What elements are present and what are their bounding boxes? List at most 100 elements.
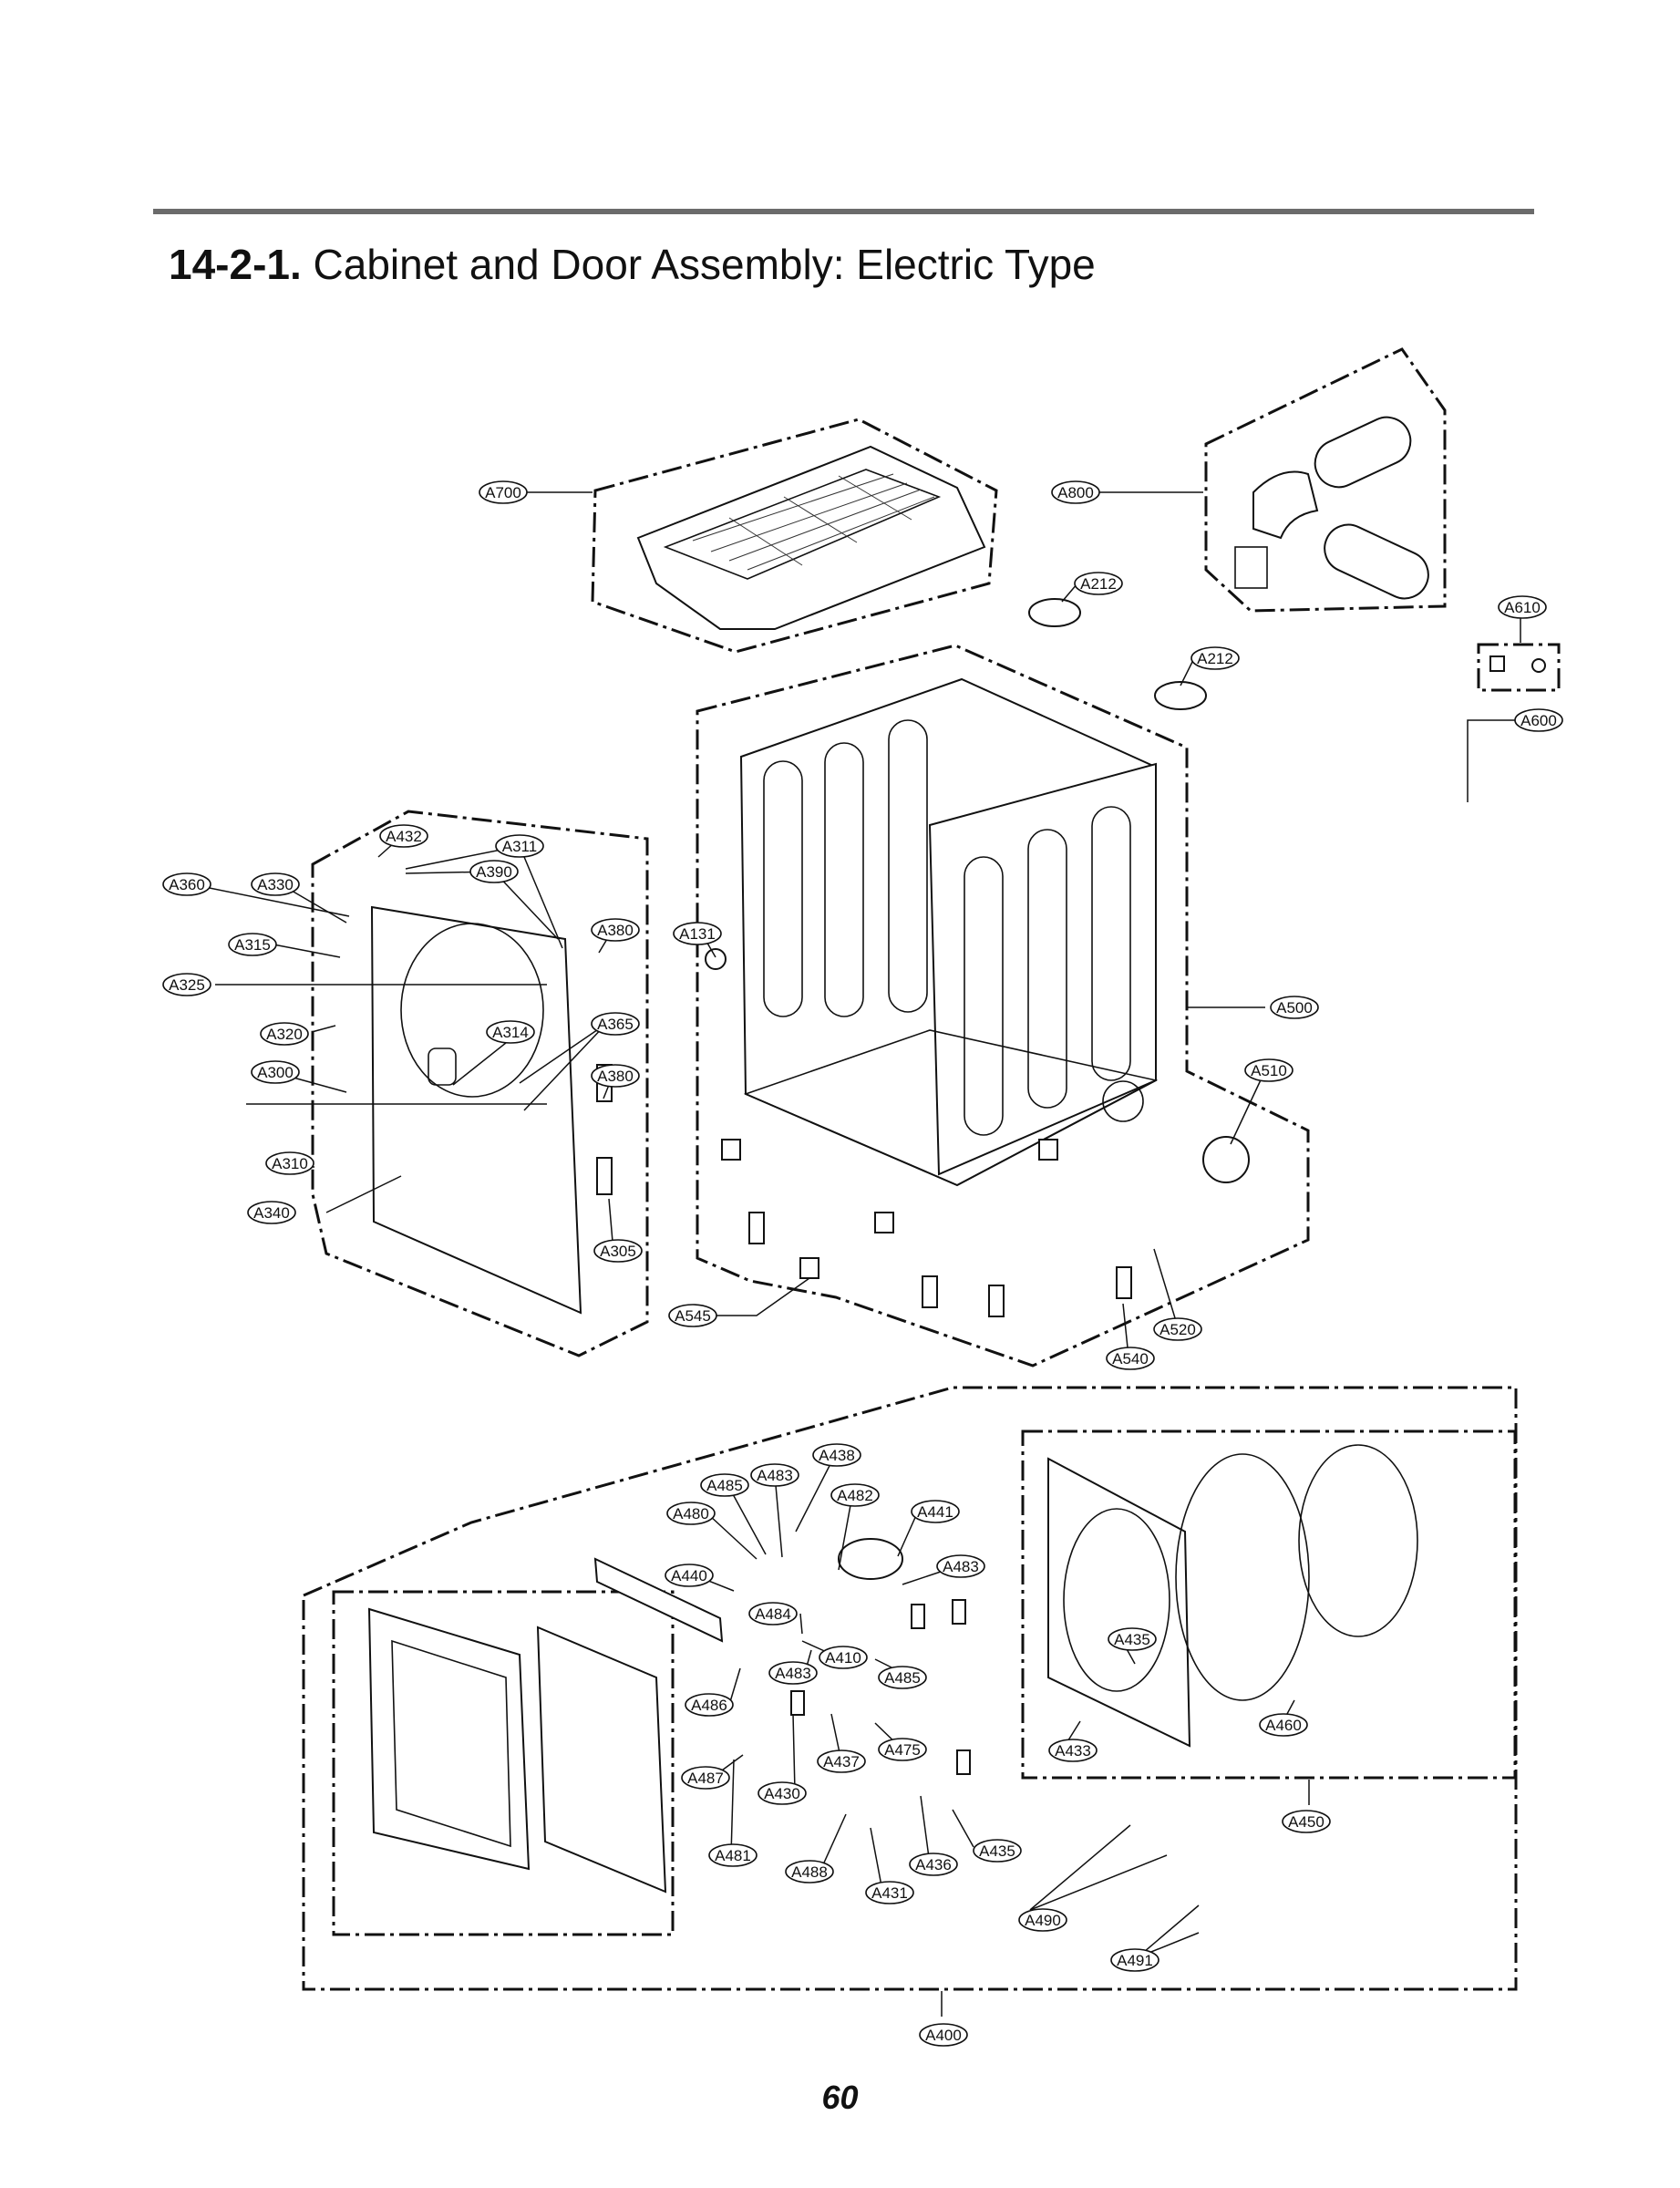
part-label-oval <box>665 1564 714 1587</box>
page-number: 60 <box>821 2079 859 2116</box>
part-label-text: A487 <box>687 1770 724 1787</box>
part-label-oval <box>591 1012 640 1036</box>
part-label-oval <box>1110 1948 1160 1972</box>
part-label-a390: A390 <box>469 860 519 883</box>
part-small-components <box>596 598 1546 1775</box>
part-label-oval <box>247 1201 296 1224</box>
part-label-a520: A520 <box>1153 1317 1202 1341</box>
part-label-text: A520 <box>1160 1321 1196 1338</box>
part-label-oval <box>591 1064 640 1088</box>
part-label-oval <box>819 1646 868 1669</box>
part-label-oval <box>936 1554 985 1578</box>
part-label-a365: A365 <box>591 1012 640 1036</box>
part-label-oval <box>973 1839 1022 1863</box>
part-label-oval <box>1259 1713 1308 1737</box>
part-door-back-drawing <box>1047 1444 1418 1748</box>
boundary-top-cover <box>591 418 998 654</box>
part-label-a430: A430 <box>758 1781 807 1805</box>
part-label-oval <box>1106 1347 1155 1370</box>
part-label-text: A488 <box>791 1863 828 1881</box>
part-label-a486: A486 <box>685 1693 734 1717</box>
part-label-text: A485 <box>706 1477 743 1494</box>
part-label-text: A433 <box>1055 1742 1091 1760</box>
part-label-text: A483 <box>943 1558 979 1575</box>
part-label-text: A475 <box>884 1741 921 1759</box>
part-label-a435: A435 <box>973 1839 1022 1863</box>
part-label-oval <box>1018 1908 1067 1932</box>
part-label-oval <box>768 1661 818 1685</box>
part-label-oval <box>593 1239 643 1263</box>
part-label-a436: A436 <box>909 1853 958 1876</box>
part-label-oval <box>251 1060 300 1084</box>
part-label-text: A436 <box>915 1856 952 1873</box>
part-label-a540: A540 <box>1106 1347 1155 1370</box>
part-label-oval <box>228 933 277 956</box>
header-rule <box>153 209 1534 214</box>
part-label-text: A430 <box>764 1785 800 1802</box>
part-label-a315: A315 <box>228 933 277 956</box>
part-label-a441: A441 <box>911 1500 960 1523</box>
part-label-text: A432 <box>386 828 422 845</box>
boundary-cabinet <box>696 644 1310 1368</box>
part-label-oval <box>260 1022 309 1046</box>
part-label-a480: A480 <box>666 1502 716 1525</box>
part-label-text: A486 <box>691 1697 727 1714</box>
part-label-oval <box>1048 1739 1098 1762</box>
part-cabinet-drawing <box>739 677 1159 1187</box>
boundary-door-back <box>1021 1429 1517 1780</box>
section-title: Cabinet and Door Assembly: Electric Type <box>313 241 1096 288</box>
part-label-text: A540 <box>1112 1350 1149 1368</box>
part-label-a440: A440 <box>665 1564 714 1587</box>
part-label-text: A300 <box>257 1064 294 1081</box>
part-label-a300: A300 <box>251 1060 300 1084</box>
part-label-oval <box>748 1602 798 1626</box>
part-label-text: A700 <box>485 484 521 501</box>
part-label-oval <box>1244 1058 1293 1082</box>
section-number: 14-2-1. <box>169 241 302 288</box>
part-label-text: A212 <box>1197 650 1233 667</box>
part-label-text: A440 <box>671 1567 707 1584</box>
boundary-a610 <box>1477 643 1561 692</box>
part-label-a610: A610 <box>1498 595 1547 619</box>
boundary-duct-kit <box>1204 347 1447 613</box>
part-label-text: A305 <box>600 1243 636 1260</box>
part-duct-drawing <box>1234 416 1429 600</box>
part-label-oval <box>878 1666 927 1689</box>
part-label-a325: A325 <box>162 973 211 996</box>
part-front-panel-drawing <box>370 905 582 1315</box>
part-label-text: A484 <box>755 1605 791 1623</box>
part-label-text: A800 <box>1057 484 1094 501</box>
part-label-text: A320 <box>266 1026 303 1043</box>
part-label-text: A314 <box>492 1024 529 1041</box>
part-label-text: A400 <box>925 2027 962 2044</box>
part-label-a460: A460 <box>1259 1713 1308 1737</box>
part-label-a700: A700 <box>479 480 528 504</box>
part-label-text: A483 <box>757 1467 793 1484</box>
part-label-a485: A485 <box>878 1666 927 1689</box>
part-label-a380: A380 <box>591 1064 640 1088</box>
part-label-text: A545 <box>675 1307 711 1325</box>
part-label-oval <box>909 1853 958 1876</box>
part-label-text: A441 <box>917 1503 953 1521</box>
part-label-a500: A500 <box>1270 996 1319 1019</box>
part-label-a305: A305 <box>593 1239 643 1263</box>
part-label-a490: A490 <box>1018 1908 1067 1932</box>
part-label-oval <box>1153 1317 1202 1341</box>
part-label-text: A212 <box>1080 575 1117 593</box>
part-label-text: A410 <box>825 1649 861 1667</box>
part-label-text: A437 <box>823 1753 860 1770</box>
part-label-a431: A431 <box>865 1881 914 1904</box>
part-label-oval <box>495 834 544 858</box>
part-label-oval <box>379 824 428 848</box>
part-label-a483: A483 <box>768 1661 818 1685</box>
part-label-a481: A481 <box>708 1843 758 1867</box>
part-label-a800: A800 <box>1051 480 1100 504</box>
part-label-a485: A485 <box>700 1473 749 1497</box>
part-label-oval <box>681 1766 730 1790</box>
part-label-text: A380 <box>597 922 634 939</box>
part-label-a330: A330 <box>251 872 300 896</box>
assembly-boundaries <box>302 347 1561 1991</box>
part-label-text: A450 <box>1288 1813 1324 1831</box>
part-label-a212: A212 <box>1074 572 1123 595</box>
